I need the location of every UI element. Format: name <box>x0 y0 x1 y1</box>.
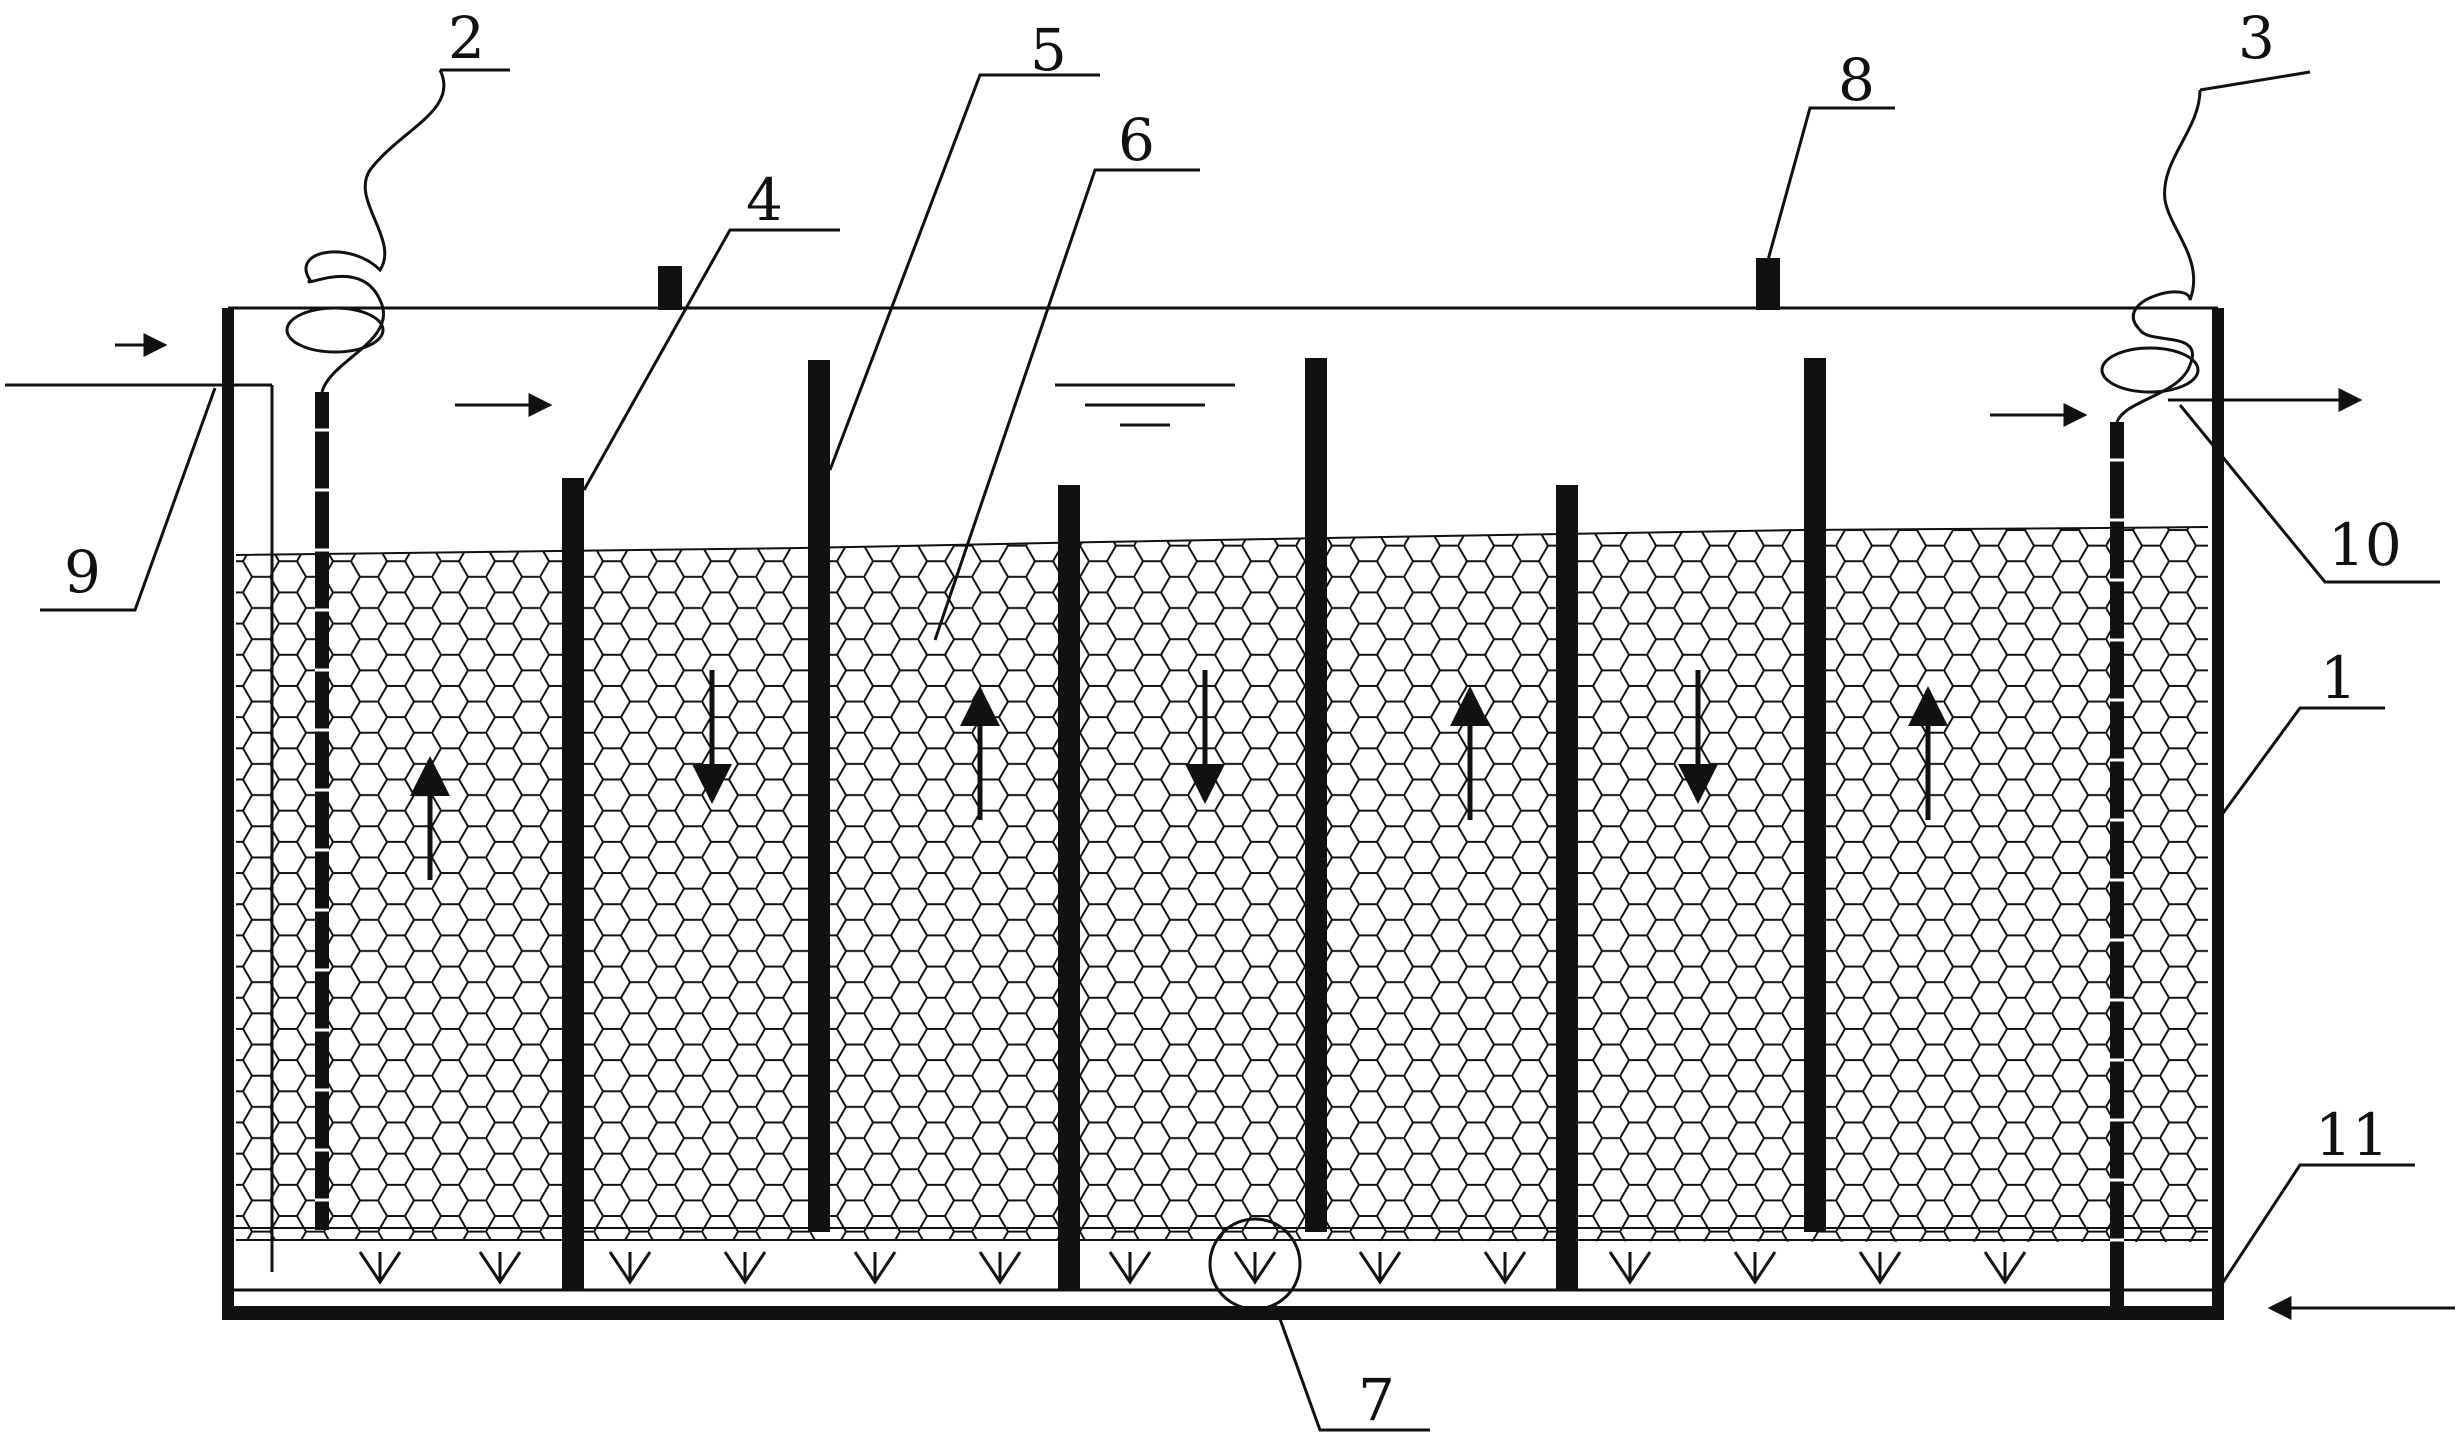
aerator-highlight-circle <box>1208 1217 1302 1311</box>
label-9: 9 <box>64 538 101 606</box>
label-7: 7 <box>1358 1366 1395 1434</box>
long-baffle-2 <box>1305 358 1327 1232</box>
leader-lines <box>40 68 2440 1432</box>
inlet-coil-loop <box>285 306 385 354</box>
long-baffle-1 <box>808 360 830 1232</box>
packing-media <box>235 526 2209 1242</box>
label-2: 2 <box>448 4 485 72</box>
inlet-heater-coil <box>304 69 446 393</box>
label-5: 5 <box>1030 16 1067 84</box>
label-8: 8 <box>1838 46 1875 114</box>
label-4: 4 <box>746 166 783 234</box>
outlet-heater-coil <box>2115 89 2202 423</box>
outlet-coil-loop <box>2100 346 2200 394</box>
label-1: 1 <box>2320 644 2357 712</box>
label-11: 11 <box>2315 1101 2389 1169</box>
label-10: 10 <box>2328 511 2402 579</box>
vent-right <box>1756 258 1780 310</box>
short-baffle-3 <box>1556 485 1578 1290</box>
inlet-channel <box>5 383 274 1272</box>
external-arrows <box>115 333 2455 1320</box>
aerators <box>358 1217 2027 1311</box>
label-6: 6 <box>1118 106 1155 174</box>
long-baffle-3 <box>1804 358 1826 1232</box>
outlet-heater-tube <box>2110 422 2124 1310</box>
short-baffle-2 <box>1058 485 1080 1290</box>
flow-arrows <box>410 670 1948 880</box>
baffles <box>562 358 1826 1290</box>
label-3: 3 <box>2238 4 2275 72</box>
inlet-heater-tube <box>315 392 329 1230</box>
vent-left <box>658 266 682 310</box>
short-baffle-1 <box>562 478 584 1290</box>
tank-body <box>222 306 2224 1320</box>
water-level-symbol <box>1055 383 1235 427</box>
